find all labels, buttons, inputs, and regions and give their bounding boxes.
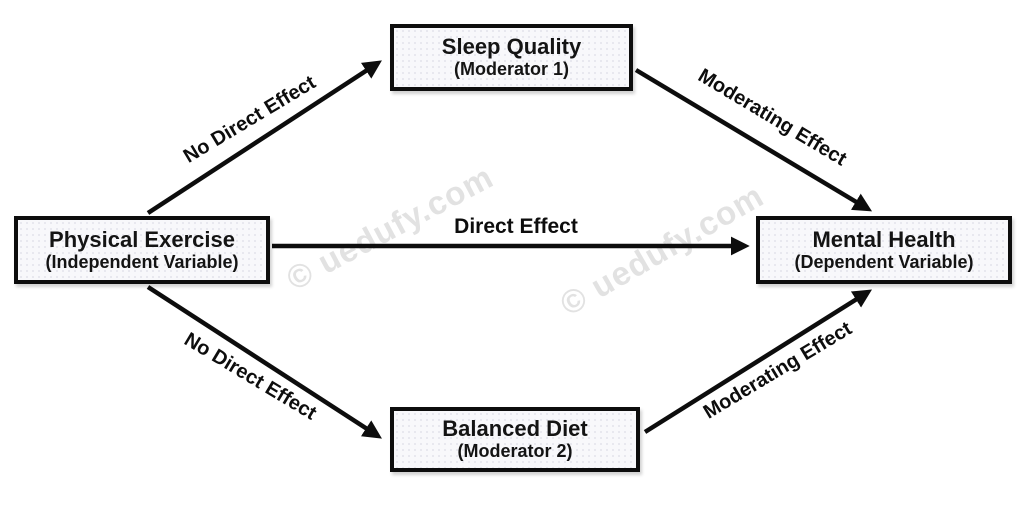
node-subtitle: (Independent Variable) <box>45 251 239 272</box>
node-moderator2: Balanced Diet (Moderator 2) <box>390 407 640 472</box>
node-title: Mental Health <box>812 226 956 252</box>
node-subtitle: (Moderator 2) <box>457 441 573 462</box>
arrow-exercise-to-sleep <box>146 60 382 215</box>
node-moderator1: Sleep Quality (Moderator 1) <box>390 24 633 91</box>
arrow-exercise-to-diet <box>146 285 382 439</box>
node-title: Sleep Quality <box>441 34 582 60</box>
node-dependent: Mental Health (Dependent Variable) <box>756 216 1012 284</box>
node-independent: Physical Exercise (Independent Variable) <box>14 216 270 284</box>
arrow-sleep-to-mental <box>634 68 873 212</box>
node-title: Balanced Diet <box>442 416 588 442</box>
node-subtitle: (Dependent Variable) <box>794 251 974 272</box>
node-title: Physical Exercise <box>49 226 235 252</box>
node-subtitle: (Moderator 1) <box>453 59 569 80</box>
arrow-diet-to-mental <box>643 289 873 434</box>
edge-label-exercise-to-mental: Direct Effect <box>454 215 578 238</box>
